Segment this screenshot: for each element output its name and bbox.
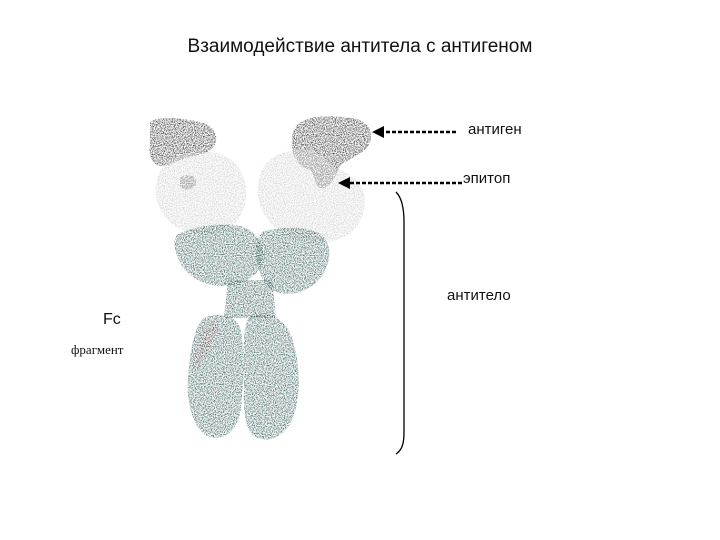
fragment-label: фрагмент [71, 342, 124, 358]
fab-light-right [258, 150, 365, 242]
antigen-label: антиген [468, 121, 522, 138]
epitope-label: эпитоп [463, 170, 510, 187]
fc-region [188, 314, 299, 439]
hinge-region [224, 280, 276, 318]
page-title: Взаимодействие антитела с антигеном [0, 36, 720, 58]
fab-light-left [156, 152, 247, 234]
fc-label: Fc [103, 311, 121, 329]
antibody-label: антитело [447, 287, 511, 304]
antibody-bracket [396, 192, 404, 454]
arrow-antigen [372, 126, 456, 138]
fab-dark-left [174, 224, 263, 286]
